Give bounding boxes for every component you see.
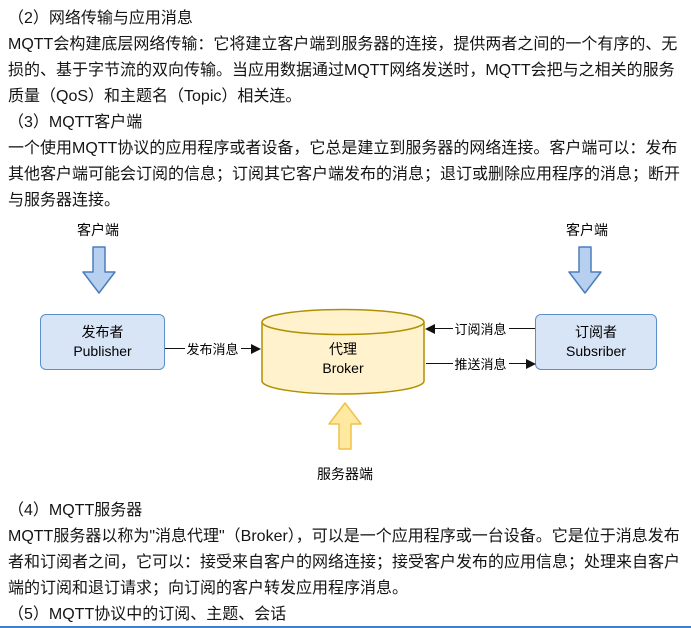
push-arrow: 推送消息 [426, 354, 536, 373]
paragraph-mqtt-server: MQTT服务器以称为"消息代理"（Broker），可以是一个应用程序或一台设备。… [8, 528, 681, 597]
client-label-left: 客户端 [77, 222, 119, 238]
publish-arrow-label: 发布消息 [184, 339, 241, 358]
subscriber-box: 订阅者 Subsriber [535, 314, 657, 370]
subscribe-arrow-label: 订阅消息 [452, 319, 509, 338]
paragraph-mqtt-client: 一个使用MQTT协议的应用程序或者设备，它总是建立到服务器的网络连接。客户端可以… [8, 140, 681, 209]
subscriber-label-en: Subsriber [566, 343, 626, 359]
broker-label-cn: 代理 [329, 341, 357, 357]
intro-text: （2）网络传输与应用消息 MQTT会构建底层网络传输：它将建立客户端到服务器的连… [0, 0, 691, 214]
up-arrow-icon [328, 402, 362, 450]
arrowhead-right-icon [526, 358, 536, 369]
section-heading-5: （5）MQTT协议中的订阅、主题、会话 [8, 606, 287, 623]
down-arrow-icon [568, 246, 602, 294]
section-heading-2: （2）网络传输与应用消息 [8, 10, 193, 27]
arrowhead-left-icon [425, 323, 435, 334]
broker-label-en: Broker [322, 359, 364, 376]
section-heading-4: （4）MQTT服务器 [8, 502, 143, 519]
client-label-right: 客户端 [566, 222, 608, 238]
broker-cylinder: 代理 Broker [260, 308, 426, 396]
subscriber-label-cn: 订阅者 [575, 324, 617, 341]
publish-arrow: 发布消息 [165, 339, 261, 358]
push-arrow-label: 推送消息 [452, 354, 509, 373]
mqtt-architecture-diagram: 客户端 客户端 发布者 Publisher 代理 Broker 订阅者 Subs… [0, 214, 691, 492]
paragraph-network-transport: MQTT会构建底层网络传输：它将建立客户端到服务器的连接，提供两者之间的一个有序… [8, 36, 678, 105]
publisher-box: 发布者 Publisher [40, 314, 165, 370]
cylinder-shape-icon [261, 308, 425, 395]
section-heading-3: （3）MQTT客户端 [8, 114, 143, 131]
arrowhead-right-icon [251, 343, 261, 354]
publisher-label-en: Publisher [73, 343, 132, 359]
subscribe-arrow: 订阅消息 [425, 319, 535, 338]
server-side-label: 服务器端 [317, 466, 373, 482]
publisher-label-cn: 发布者 [81, 324, 124, 341]
down-arrow-icon [82, 246, 116, 294]
outro-text: （4）MQTT服务器 MQTT服务器以称为"消息代理"（Broker），可以是一… [0, 492, 691, 626]
